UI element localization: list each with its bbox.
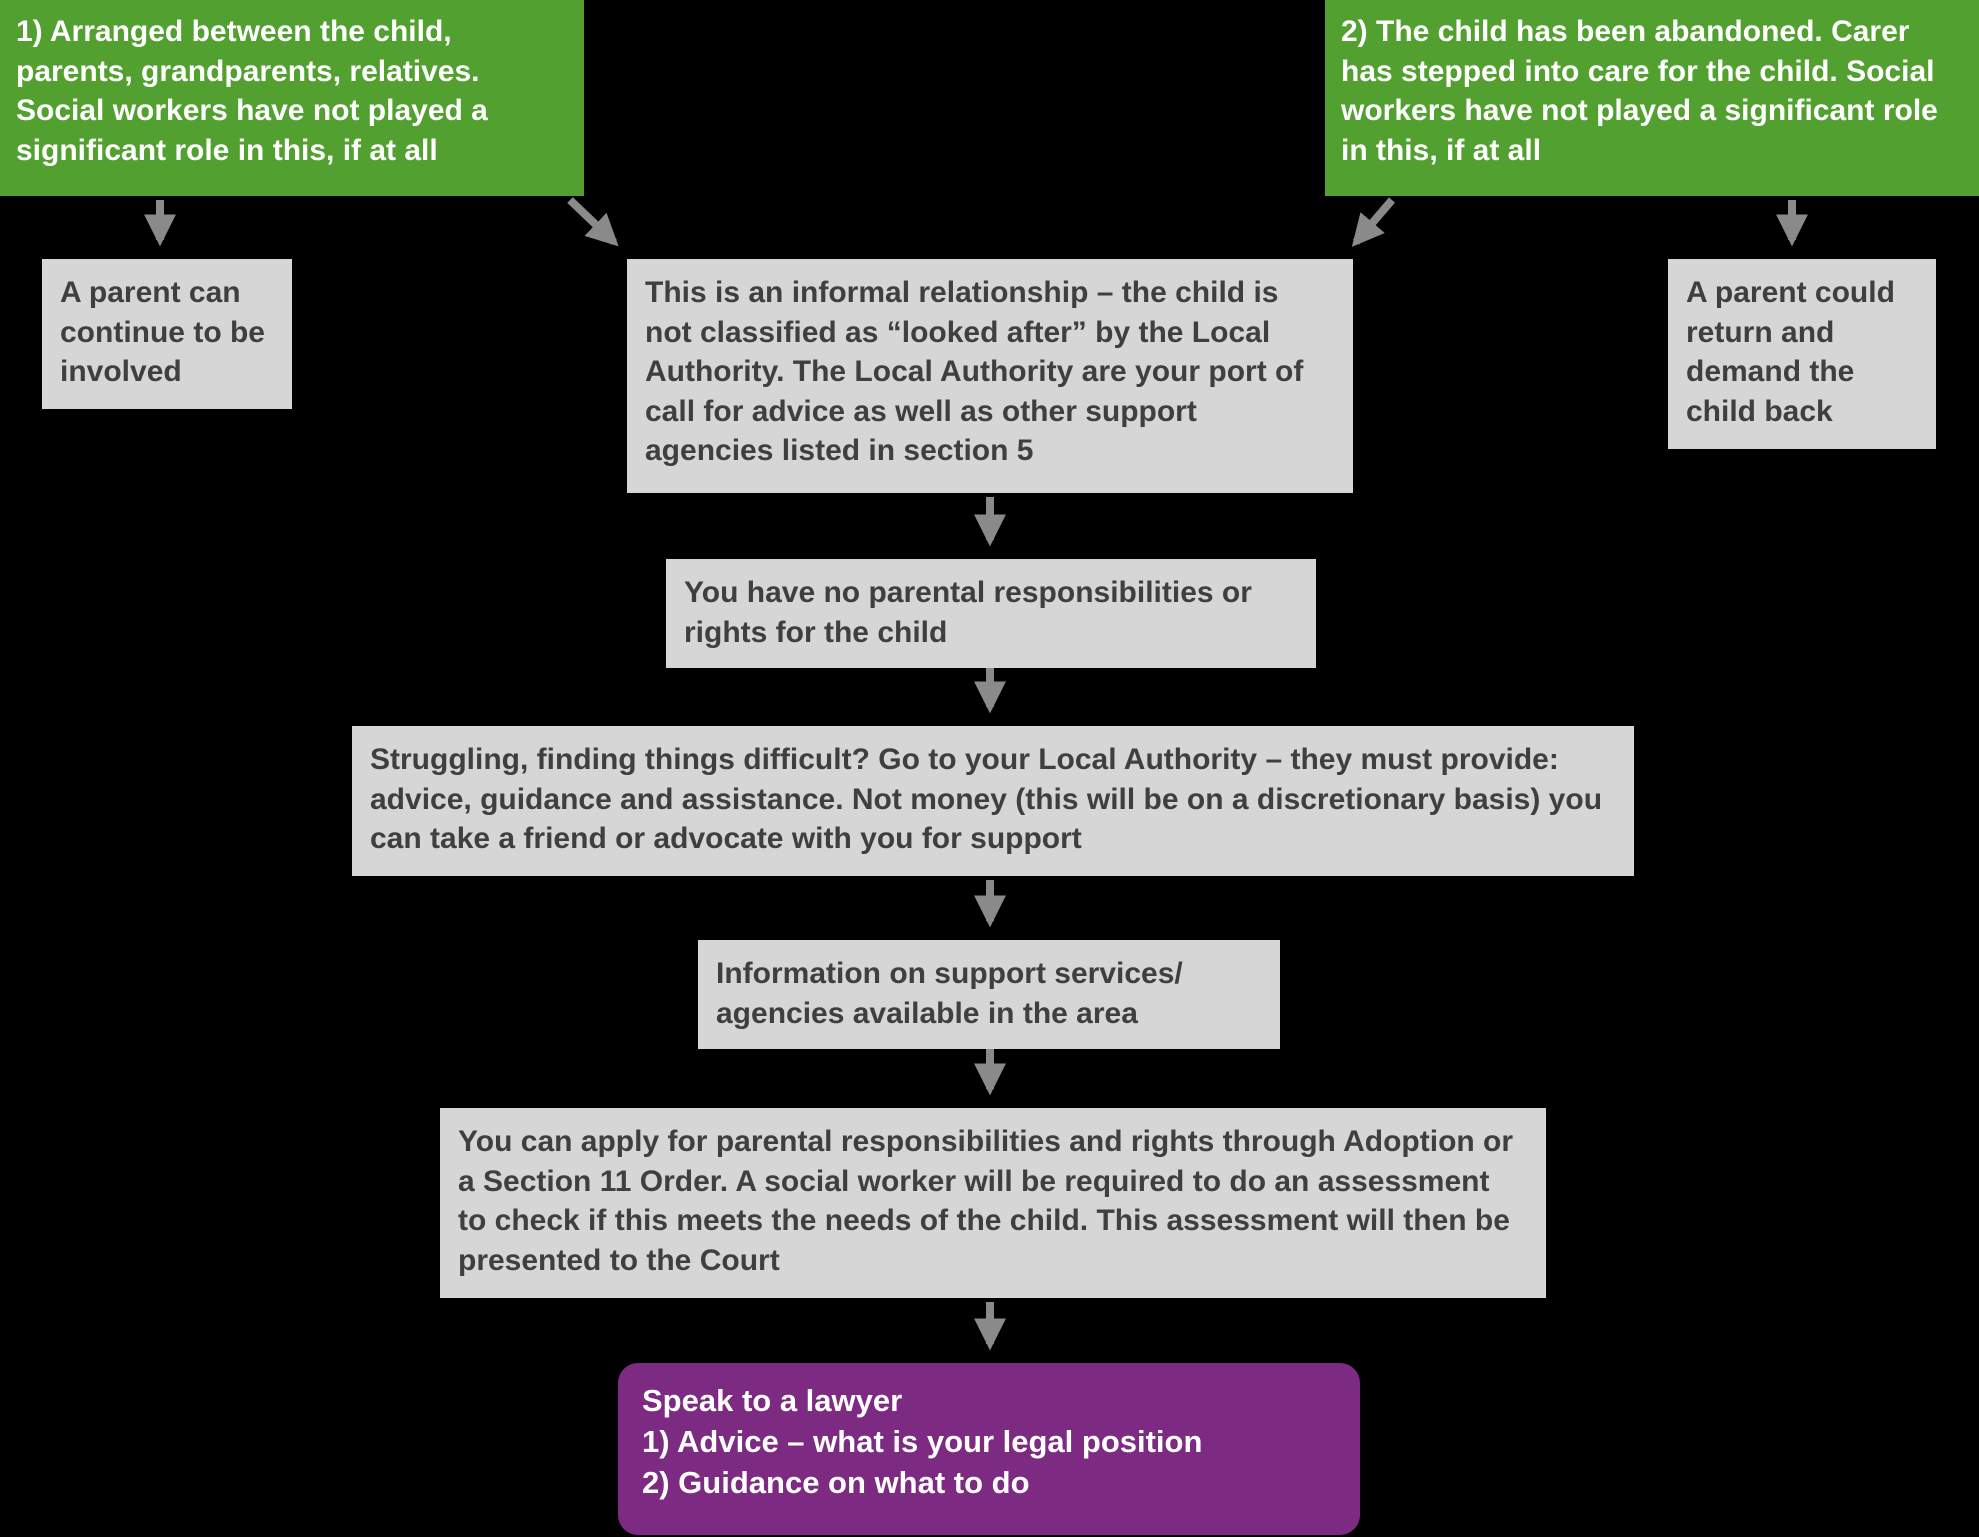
node-no-parental-responsibilities: You have no parental responsibilities or… [666, 559, 1316, 669]
node-parent-can-continue: A parent can continue to be involved [42, 259, 292, 409]
node-apply-parental-responsibilities: You can apply for parental responsibilit… [440, 1108, 1546, 1298]
node-informal-relationship: This is an informal relationship – the c… [627, 259, 1353, 493]
node-struggling-local-authority: Struggling, finding things difficult? Go… [352, 726, 1634, 876]
arrow-green2-to-informal [1351, 197, 1396, 247]
node-speak-to-lawyer: Speak to a lawyer 1) Advice – what is yo… [618, 1363, 1360, 1535]
lawyer-line-1: Speak to a lawyer [642, 1383, 903, 1418]
node-information-support-services: Information on support services/ agencie… [698, 940, 1280, 1050]
arrow-green1-to-informal [567, 197, 619, 247]
node-parent-could-return: A parent could return and demand the chi… [1668, 259, 1936, 449]
lawyer-line-2: 1) Advice – what is your legal position [642, 1423, 1203, 1459]
node-arranged-by-family: 1) Arranged between the child, parents, … [0, 0, 584, 196]
lawyer-line-3: 2) Guidance on what to do [642, 1464, 1030, 1500]
node-child-abandoned: 2) The child has been abandoned. Carer h… [1325, 0, 1979, 196]
